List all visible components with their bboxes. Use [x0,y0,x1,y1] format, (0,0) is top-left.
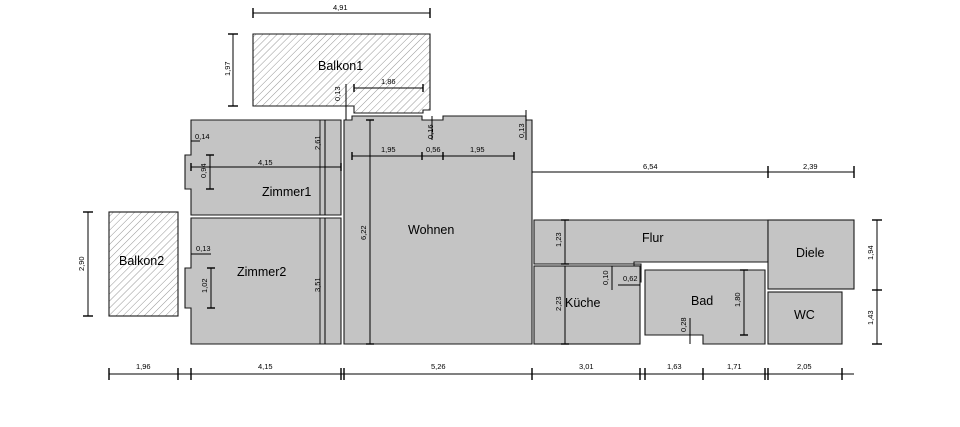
dim-wc-depth: 1,43 [866,310,875,325]
dim-zimmer1-top-step: 0,14 [195,132,210,141]
dim-wohnen-top-right: 1,95 [470,145,485,154]
dim-balkon2-depth: 2,90 [77,256,86,271]
room-label-balkon1: Balkon1 [318,59,363,73]
dim-bad-depth: 1,80 [733,292,742,307]
dim-wohnen-step: 0,13 [517,123,526,138]
dim-bad-step: 0,28 [679,317,688,332]
diele-area[interactable] [767,219,855,290]
balkon2-area[interactable] [108,211,179,317]
dim-bottom-6: 1,71 [727,362,742,371]
dimension-labels: 4,91 1,97 1,86 0,13 0,14 4,15 0,94 2,61 … [77,3,875,371]
dim-bottom-2: 4,15 [258,362,273,371]
room-label-zimmer2: Zimmer2 [237,265,286,279]
bad-area[interactable] [644,269,766,345]
dim-wohnen-niche: 0,16 [426,124,435,139]
dim-bottom-5: 1,63 [667,362,682,371]
dim-wohnen-top-left: 1,95 [381,145,396,154]
dim-zimmer1-niche: 0,94 [199,163,208,178]
zimmer2-area[interactable] [184,217,342,345]
dimension-lines [83,8,882,380]
dim-zimmer2-depth: 3,51 [313,277,322,292]
wc-area[interactable] [767,291,843,345]
dim-kueche-depth: 2,23 [554,296,563,311]
room-label-flur: Flur [642,231,664,245]
dim-diele-run: 2,39 [803,162,818,171]
balkon1-area[interactable] [252,33,431,114]
dim-wohnen-top-mid: 0,56 [426,145,441,154]
dim-wohnen-depth: 6,22 [359,225,368,240]
dim-bottom-4: 3,01 [579,362,594,371]
dim-bottom-7: 2,05 [797,362,812,371]
dim-bottom-3: 5,26 [431,362,446,371]
dim-flur-depth: 1,23 [554,232,563,247]
room-label-bad: Bad [691,294,713,308]
wohnen-area[interactable] [343,115,533,345]
kueche-area[interactable] [533,265,641,345]
room-label-balkon2: Balkon2 [119,254,164,268]
room-label-diele: Diele [796,246,825,260]
dim-zimmer1-width: 4,15 [258,158,273,167]
dim-balkon1-inner: 1,86 [381,77,396,86]
dim-diele-depth: 1,94 [866,245,875,260]
room-label-zimmer1: Zimmer1 [262,185,311,199]
dim-zimmer2-niche: 1,02 [200,278,209,293]
dim-bottom-1: 1,96 [136,362,151,371]
dim-balkon1-step: 0,13 [333,86,342,101]
dim-balkon1-width: 4,91 [333,3,348,12]
dim-balkon1-depth: 1,97 [223,61,232,76]
dim-zimmer1-depth: 2,61 [313,135,322,150]
dim-kueche-step: 0,10 [601,270,610,285]
room-label-wohnen: Wohnen [408,223,454,237]
dim-flur-run: 6,54 [643,162,658,171]
room-label-wc: WC [794,308,815,322]
room-label-kueche: Küche [565,296,600,310]
dim-kueche-niche: 0,62 [623,274,638,283]
dim-zimmer2-step: 0,13 [196,244,211,253]
